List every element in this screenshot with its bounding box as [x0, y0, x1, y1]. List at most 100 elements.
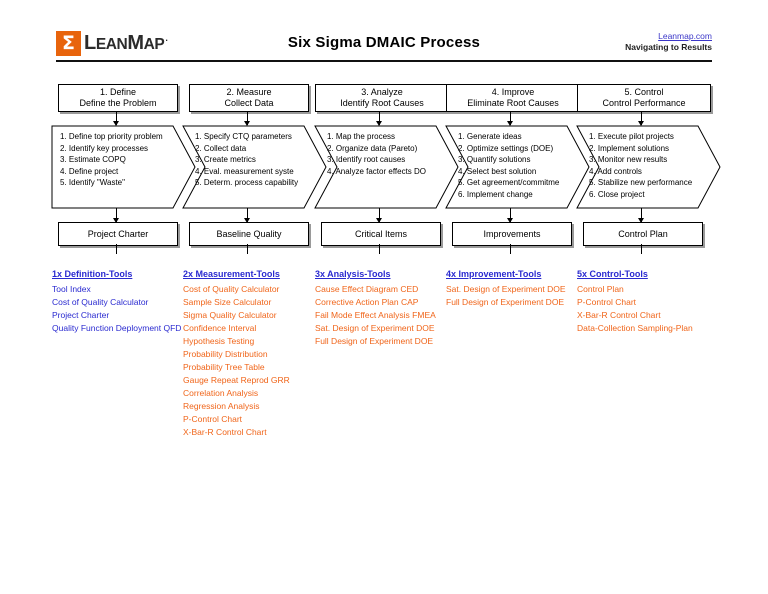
tool-item[interactable]: Hypothesis Testing: [183, 336, 255, 346]
phase-output-box-1[interactable]: Project Charter: [58, 222, 178, 246]
leanmap-website-link[interactable]: Leanmap.com: [658, 31, 712, 41]
tool-item[interactable]: Cost of Quality Calculator: [183, 284, 280, 294]
arrow-down-icon: [638, 111, 644, 126]
phase-number-title: 4. Improve: [491, 87, 535, 97]
phase-step-item: 5. Determ. process capability: [195, 178, 299, 188]
phase-step-item: 5. Get agreement/commitme: [458, 178, 560, 188]
chevron-outline: [314, 125, 459, 209]
tool-item[interactable]: Project Charter: [52, 310, 110, 320]
logo-letters-ean: EAN: [95, 36, 128, 53]
tool-item[interactable]: Sat. Design of Experiment DOE: [446, 284, 566, 294]
phase-step-item: 4. Add controls: [589, 166, 642, 176]
phase-number-title: 2. Measure: [226, 87, 272, 97]
tool-item[interactable]: Control Plan: [577, 284, 624, 294]
leanmap-logo: Σ LEANMAP.: [56, 30, 168, 56]
arrow-down-icon: [244, 208, 250, 223]
tool-item[interactable]: Gauge Repeat Reprod GRR: [183, 375, 290, 385]
tool-item[interactable]: X-Bar-R Control Chart: [183, 427, 267, 437]
logo-wordmark: LEANMAP.: [84, 32, 168, 54]
phase-step-item: 3. Identify root causes: [327, 155, 406, 165]
phase-output-box-4[interactable]: Improvements: [452, 222, 572, 246]
tool-group-heading: 1x Definition-Tools: [52, 269, 133, 279]
tool-item[interactable]: P-Control Chart: [183, 414, 243, 424]
phase-number-title: 5. Control: [624, 87, 664, 97]
tool-item[interactable]: Regression Analysis: [183, 401, 260, 411]
tool-item[interactable]: Confidence Interval: [183, 323, 257, 333]
tool-item-list: Sat. Design of Experiment DOE Full Design…: [446, 283, 566, 309]
phase-step-item: 1. Generate ideas: [458, 132, 522, 141]
arrow-down-icon: [507, 208, 513, 223]
arrow-down-icon: [113, 111, 119, 126]
connector-line: [247, 244, 248, 254]
tool-group-heading: 4x Improvement-Tools: [446, 269, 542, 279]
phase-output-box-3[interactable]: Critical Items: [321, 222, 441, 246]
tool-item[interactable]: Sample Size Calculator: [183, 297, 272, 307]
phase-steps-chevron-4[interactable]: 1. Generate ideas 2. Optimize settings (D…: [445, 125, 590, 209]
connector-line: [116, 244, 117, 254]
phase-step-item: 4. Analyze factor effects DO: [327, 166, 427, 176]
phase-subtitle: Define the Problem: [79, 98, 157, 108]
phase-step-item: 1. Specify CTQ parameters: [195, 132, 292, 141]
tool-item[interactable]: Data-Collection Sampling-Plan: [577, 323, 693, 333]
phase-subtitle: Collect Data: [224, 98, 274, 108]
tool-item[interactable]: Sigma Quality Calculator: [183, 310, 277, 320]
phase-step-item: 4. Eval. measurement syste: [195, 166, 294, 176]
phase-step-item: 5. Stabilize new performance: [589, 178, 693, 188]
tool-item[interactable]: Cost of Quality Calculator: [52, 297, 149, 307]
tool-item[interactable]: Quality Function Deployment QFD: [52, 323, 182, 333]
chevron-outline: [51, 125, 196, 209]
tool-item[interactable]: Cause Effect Diagram CED: [315, 284, 419, 294]
tool-group-heading: 3x Analysis-Tools: [315, 269, 391, 279]
arrow-down-icon: [244, 111, 250, 126]
tool-item[interactable]: Probability Tree Table: [183, 362, 265, 372]
logo-letter-m: M: [127, 32, 144, 54]
phase-output-box-2[interactable]: Baseline Quality: [189, 222, 309, 246]
phase-output-box-5[interactable]: Control Plan: [583, 222, 703, 246]
phase-step-item: 1. Execute pilot projects: [589, 132, 674, 141]
phase-number-title: 3. Analyze: [361, 87, 403, 97]
tool-item[interactable]: Fail Mode Effect Analysis FMEA: [315, 310, 436, 320]
phase-step-item: 2. Optimize settings (DOE): [458, 143, 554, 153]
phase-step-item: 4. Select best solution: [458, 166, 537, 176]
phase-step-list: 1. Generate ideas 2. Optimize settings (D…: [458, 131, 559, 201]
tool-item[interactable]: Correlation Analysis: [183, 388, 259, 398]
connector-line: [379, 244, 380, 254]
tool-item[interactable]: X-Bar-R Control Chart: [577, 310, 661, 320]
tool-item[interactable]: P-Control Chart: [577, 297, 637, 307]
tool-item[interactable]: Probability Distribution: [183, 349, 268, 359]
logo-registered-mark: .: [165, 33, 168, 44]
tool-item[interactable]: Corrective Action Plan CAP: [315, 297, 419, 307]
tool-item-list: Cause Effect Diagram CED Corrective Actio…: [315, 283, 436, 348]
page-title: Six Sigma DMAIC Process: [287, 34, 481, 51]
chevron-outline: [576, 125, 721, 209]
tool-item[interactable]: Sat. Design of Experiment DOE: [315, 323, 435, 333]
arrow-down-icon: [376, 208, 382, 223]
phase-step-item: 5. Identify "Waste": [60, 178, 125, 188]
phase-subtitle: Identify Root Causes: [340, 98, 424, 108]
tool-group-heading: 5x Control-Tools: [577, 269, 648, 279]
arrow-down-icon: [638, 208, 644, 223]
tool-item[interactable]: Tool Index: [52, 284, 91, 294]
phase-step-item: 3. Create metrics: [195, 155, 256, 165]
phase-step-item: 1. Define top priority problem: [60, 132, 163, 141]
tool-item[interactable]: Full Design of Experiment DOE: [315, 336, 434, 346]
tool-item[interactable]: Full Design of Experiment DOE: [446, 297, 565, 307]
